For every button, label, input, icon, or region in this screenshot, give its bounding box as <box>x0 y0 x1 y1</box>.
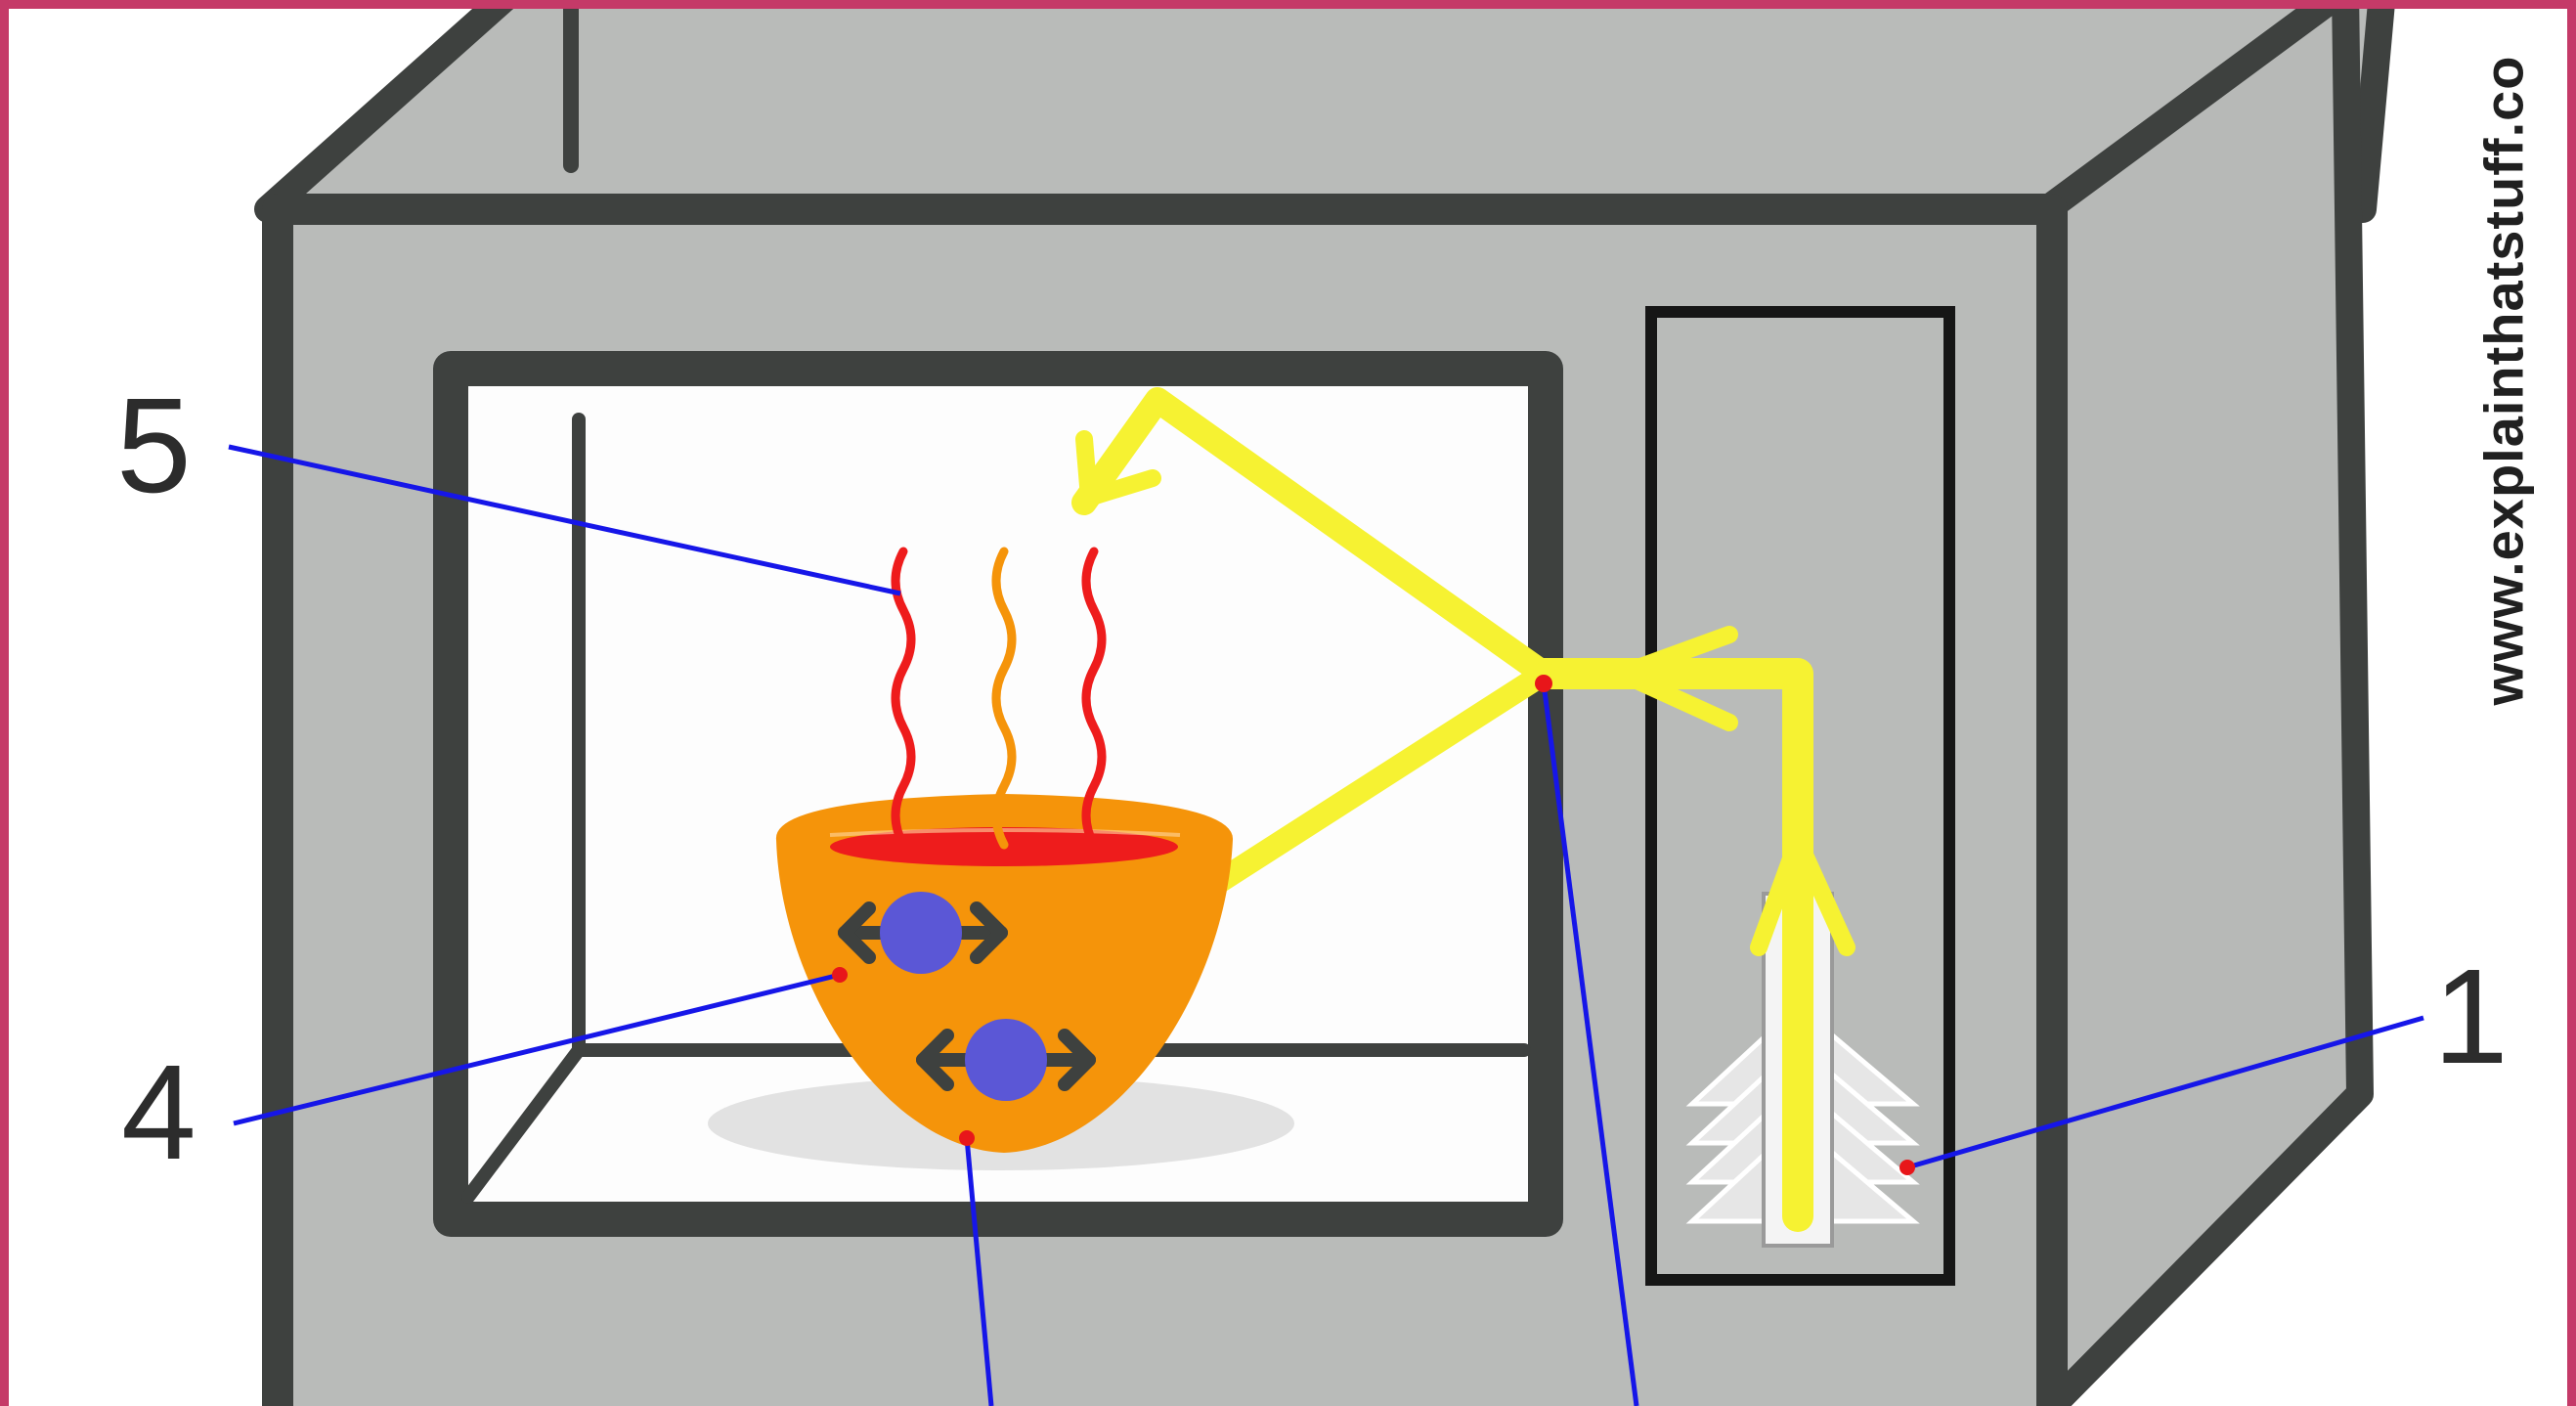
oven-side-face <box>2047 9 2360 1406</box>
label-4: 4 <box>121 1045 196 1180</box>
label-1: 1 <box>2433 949 2509 1084</box>
watermark-text: www.explainthatstuff.co <box>2472 56 2536 706</box>
microwave-illustration <box>9 9 2567 1406</box>
label-5: 5 <box>116 378 192 513</box>
microwave-diagram: 1 4 5 www.explainthatstuff.co <box>9 9 2567 1406</box>
